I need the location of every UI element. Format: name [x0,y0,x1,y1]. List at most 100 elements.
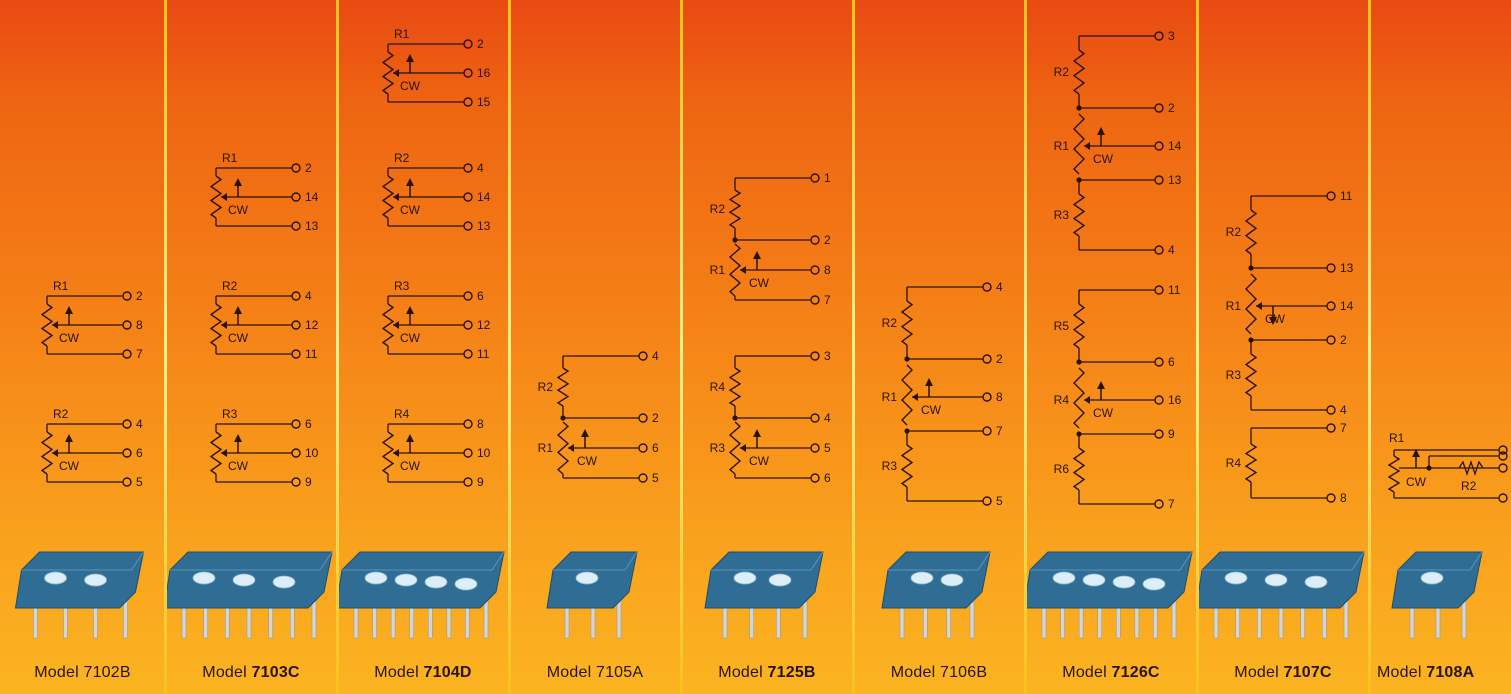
junction-dot [732,415,738,421]
pin-terminal [122,349,132,359]
pin-label: 10 [305,446,319,460]
pin-terminal [291,291,301,301]
pin-terminal [1498,451,1508,461]
dip-switch-toggle [84,573,107,587]
pin-terminal [463,448,473,458]
dip-switch-image-7104D [337,551,505,639]
resistor-zigzag [728,367,742,407]
pin-label: 4 [824,411,831,425]
cw-label: CW [400,459,421,473]
cw-label: CW [921,403,942,417]
model-label-7103C: Model 7103C [202,664,300,681]
pin-label: 8 [477,417,484,431]
pin-terminal [810,173,820,183]
dip-package [1197,551,1365,639]
resistor-label: R1 [882,390,898,404]
pin-label: 4 [305,289,312,303]
resistor-label: R2 [1054,65,1070,79]
resistor-label: R1 [710,263,726,277]
pin-terminal [463,419,473,429]
dip-body [14,551,145,609]
dip-switch-toggle [394,573,418,587]
pin-label: 2 [1340,333,1347,347]
resistor-zigzag [209,175,223,219]
cw-label: CW [59,459,80,473]
dip-switch-image-7102B [14,551,145,639]
pin-label: 2 [1168,101,1175,115]
pin-label: 10 [477,446,491,460]
pin-terminal [1498,493,1508,503]
resistor-zigzag [1072,303,1086,349]
pin-terminal [982,426,992,436]
model-label-7106B: Model 7106B [890,664,988,681]
resistor-zigzag [728,189,742,229]
resistor-zigzag [1073,367,1085,429]
resistor-zigzag [728,421,742,475]
wiper-arrow-head [234,434,242,442]
pin-label: 12 [477,318,491,332]
resistor-zigzag [40,431,54,475]
pin-label: 4 [1168,243,1175,257]
pin-terminal [982,282,992,292]
resistor-zigzag [901,364,913,426]
pin-terminal [638,413,648,423]
resistor-label: R3 [882,459,898,473]
wiper-arrow-head [406,434,414,442]
model-label-7126C: Model 7126C [1062,664,1160,681]
pin-label: 8 [824,263,831,277]
panel-divider [508,0,511,694]
panel-divider [336,0,339,694]
pin-label: 8 [996,390,1003,404]
pin-terminal [1326,191,1336,201]
dip-switch-toggle [1304,575,1328,589]
panel-divider [852,0,855,694]
junction-dot [904,356,910,362]
resistor-label: R2 [538,380,554,394]
pin-terminal [1154,175,1164,185]
dip-edge [1202,551,1365,571]
pin-label: 6 [652,441,659,455]
cw-label: CW [59,331,80,345]
resistor-label: R1 [222,151,238,165]
pin-terminal [463,97,473,107]
pin-terminal [1154,499,1164,509]
pin-terminal [1498,463,1508,473]
dip-switch-toggle [1082,573,1106,587]
pin-terminal [810,473,820,483]
model-label-7105A: Model 7105A [546,664,644,681]
dip-package [546,551,638,639]
dip-switch-image-7103C [165,551,333,639]
dip-switch-toggle [232,573,256,587]
pin-label: 6 [1168,355,1175,369]
resistor-zigzag [209,431,223,475]
resistor-label: R4 [710,380,726,394]
dip-edge [553,551,638,571]
pin-label: 9 [477,475,484,489]
dip-edge [170,551,333,571]
pin-label: 6 [305,417,312,431]
junction-dot [1248,265,1254,271]
pin-terminal [291,349,301,359]
resistor-label: R3 [1226,368,1242,382]
pin-label: 13 [1340,261,1354,275]
dip-edge [1398,551,1483,571]
pin-terminal [810,295,820,305]
dip-switch-image-7107C [1197,551,1365,639]
pin-label: 11 [1340,189,1353,203]
pin-terminal [122,448,132,458]
wiper-arrow-head [234,306,242,314]
pin-terminal [291,221,301,231]
dip-switch-toggle [454,577,478,591]
pin-terminal [810,351,820,361]
dip-body [881,551,991,609]
resistor-zigzag [1458,459,1484,477]
resistor-zigzag [900,444,914,488]
